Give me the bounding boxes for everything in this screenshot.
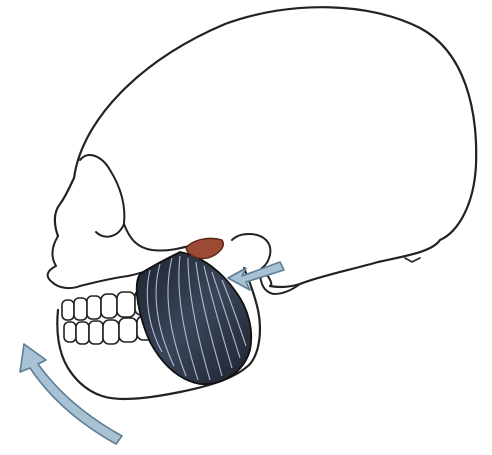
upward-jaw-rotation-arrow-icon [20,344,122,444]
suture-mark [405,258,420,262]
nasal-outline [48,236,80,288]
orbit-outline [80,155,124,237]
zygomatic-arch [124,224,196,251]
articular-disc [186,238,223,258]
masseter-muscle [137,252,251,384]
brow-line [55,178,74,236]
cranium-outline [74,7,476,287]
